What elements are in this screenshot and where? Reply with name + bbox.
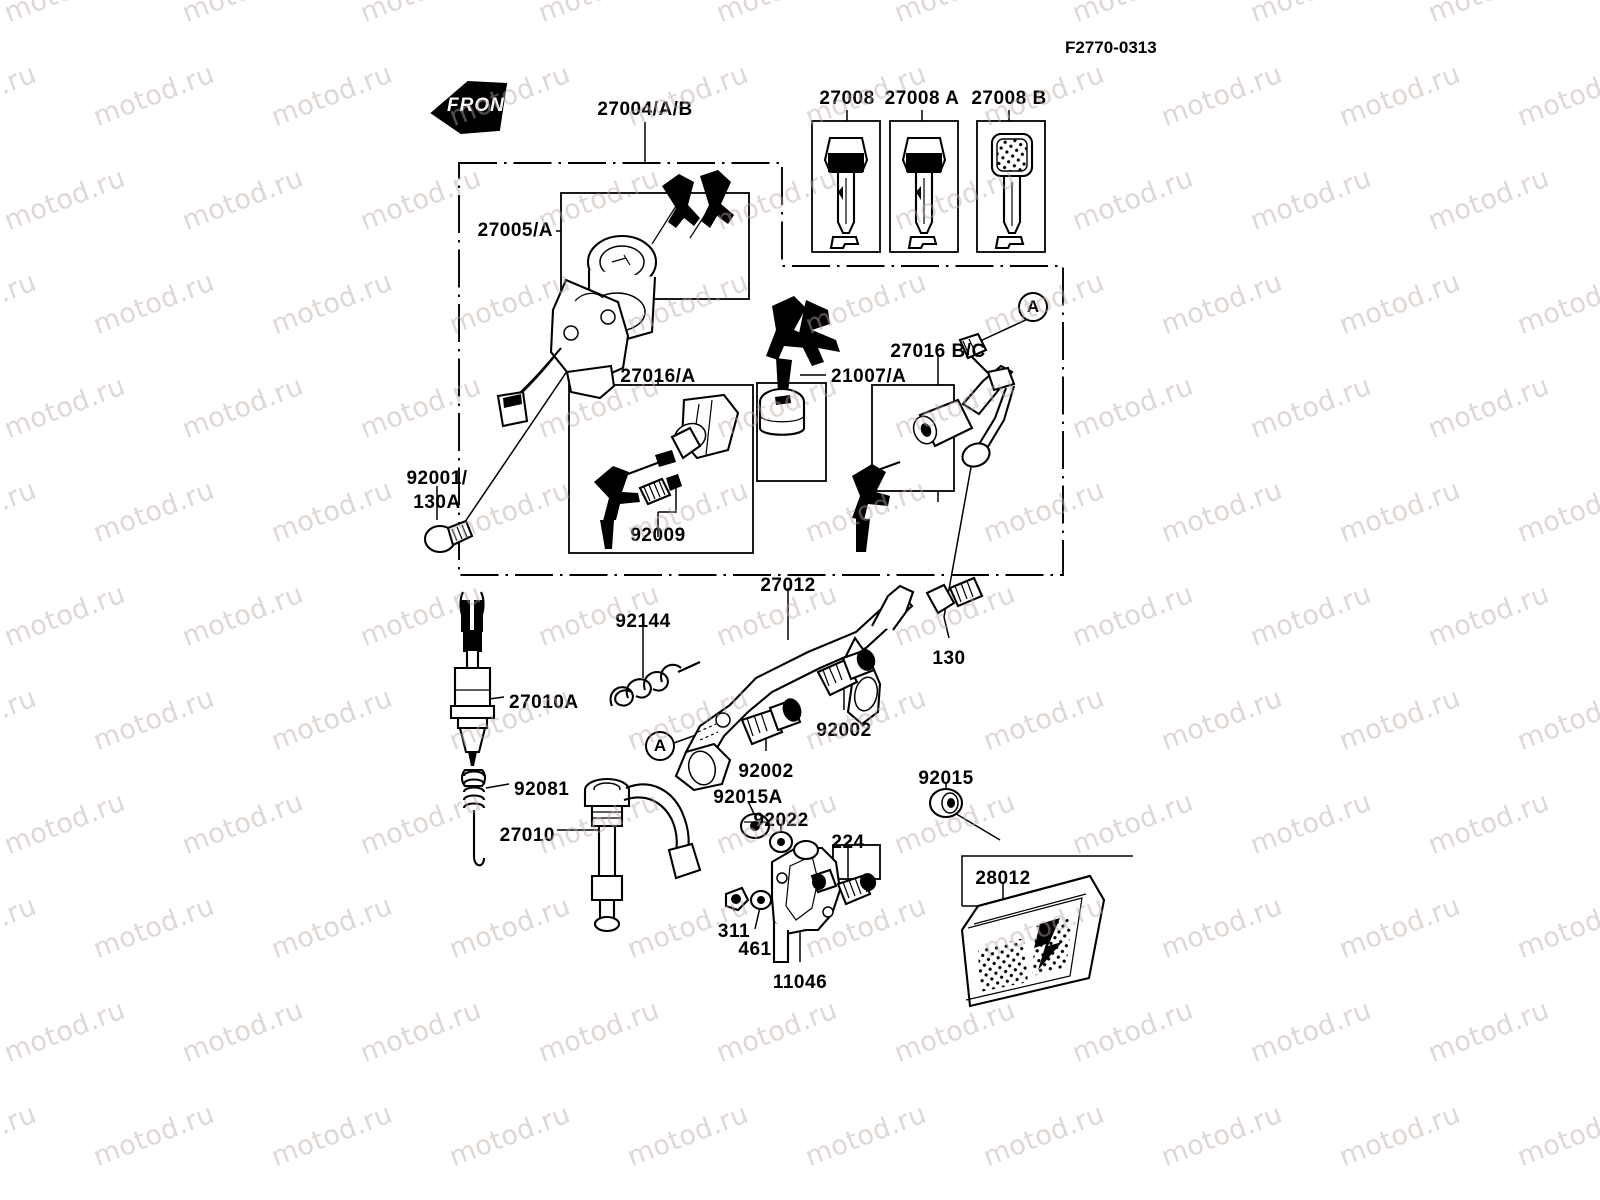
key-27008-shape (823, 136, 869, 250)
part-label-130: 130 (932, 648, 966, 669)
ignition-switch-shape (496, 170, 734, 428)
switch-27010a-shape (449, 591, 496, 766)
bolt-92001-shape (423, 519, 474, 554)
helmet-lock-shape (852, 332, 1016, 552)
switch-92002-left-shape (740, 698, 802, 746)
key-27008b-shape (990, 132, 1034, 250)
spring-92144-shape (609, 661, 701, 707)
part-label-92015a: 92015A (713, 787, 783, 808)
part-label-92081: 92081 (514, 779, 570, 800)
part-label-92144: 92144 (615, 611, 671, 632)
part-label-27004: 27004/A/B (597, 99, 693, 120)
bolt-130-shape (925, 576, 984, 615)
part-label-28012: 28012 (975, 868, 1031, 889)
part-label-27012: 27012 (760, 575, 816, 596)
part-label-92015: 92015 (918, 768, 974, 789)
brake-lever-27012-shape (609, 576, 984, 792)
part-label-27008b: 27008 B (971, 88, 1047, 109)
reflector-bracket-shape (724, 787, 1106, 1008)
part-label-27010: 27010 (499, 825, 555, 846)
part-label-27008a: 27008 A (884, 88, 960, 109)
part-label-92001-130a: 92001/ 130A (406, 468, 468, 513)
part-label-21007: 21007/A (831, 366, 907, 387)
key-27008a-shape (901, 136, 947, 250)
part-label-224: 224 (831, 832, 865, 853)
part-label-92002-left: 92002 (738, 761, 794, 782)
part-label-27016bc: 27016 B/C (890, 341, 986, 362)
part-label-27008: 27008 (819, 88, 875, 109)
fuel-cap-key-shape (758, 296, 840, 436)
part-label-461: 461 (738, 939, 772, 960)
seat-lock-shape (594, 393, 740, 549)
switch-92002-right-shape (816, 648, 876, 697)
part-label-11046: 11046 (772, 972, 828, 993)
switch-27010-shape (583, 777, 702, 933)
spring-92081-shape (460, 768, 487, 867)
part-label-27010a: 27010A (509, 692, 579, 713)
part-label-311: 311 (717, 921, 751, 942)
front-orientation-label: FRONT (447, 95, 518, 116)
reference-mark-a-upper: A (1018, 292, 1048, 322)
part-label-27005: 27005/A (477, 220, 553, 241)
part-label-27016a: 27016/A (620, 366, 696, 387)
diagram-code: F2770-0313 (1065, 38, 1157, 57)
part-label-92022: 92022 (753, 810, 809, 831)
part-label-92009: 92009 (630, 525, 686, 546)
front-arrow-shape (430, 80, 508, 135)
reference-mark-a-lower: A (645, 731, 675, 761)
part-label-92002-right: 92002 (816, 720, 872, 741)
